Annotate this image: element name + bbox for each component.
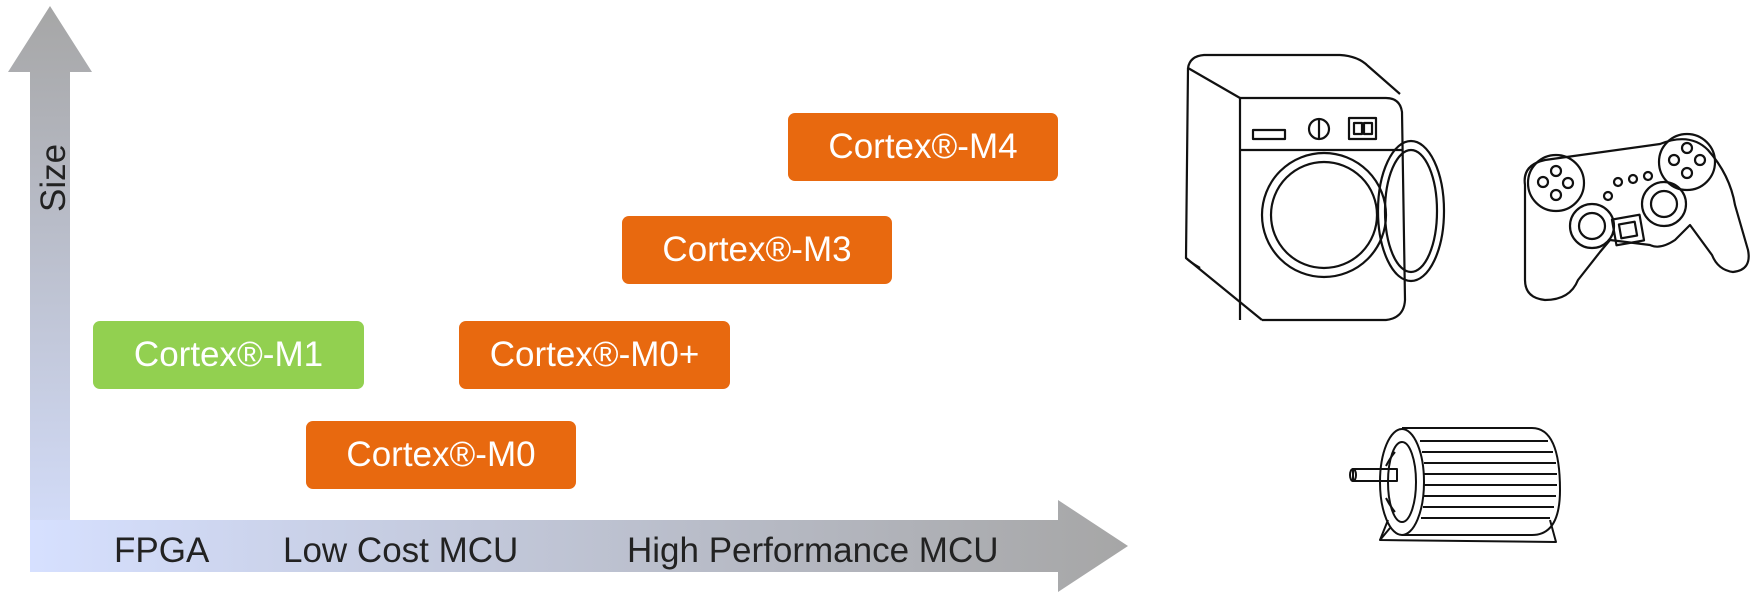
chip-cortex-m3: Cortex®-M3 xyxy=(622,216,892,284)
x-axis-arrow xyxy=(30,500,1128,592)
x-label-low-cost-mcu: Low Cost MCU xyxy=(283,531,519,570)
chip-cortex-m0: Cortex®-M0 xyxy=(306,421,576,489)
chip-cortex-m1: Cortex®-M1 xyxy=(93,321,364,389)
x-label-fpga: FPGA xyxy=(114,531,210,570)
chip-cortex-m0plus: Cortex®-M0+ xyxy=(459,321,730,389)
chip-cortex-m4: Cortex®-M4 xyxy=(788,113,1058,181)
x-label-high-performance-mcu: High Performance MCU xyxy=(627,531,999,570)
y-axis-arrow xyxy=(8,6,92,572)
